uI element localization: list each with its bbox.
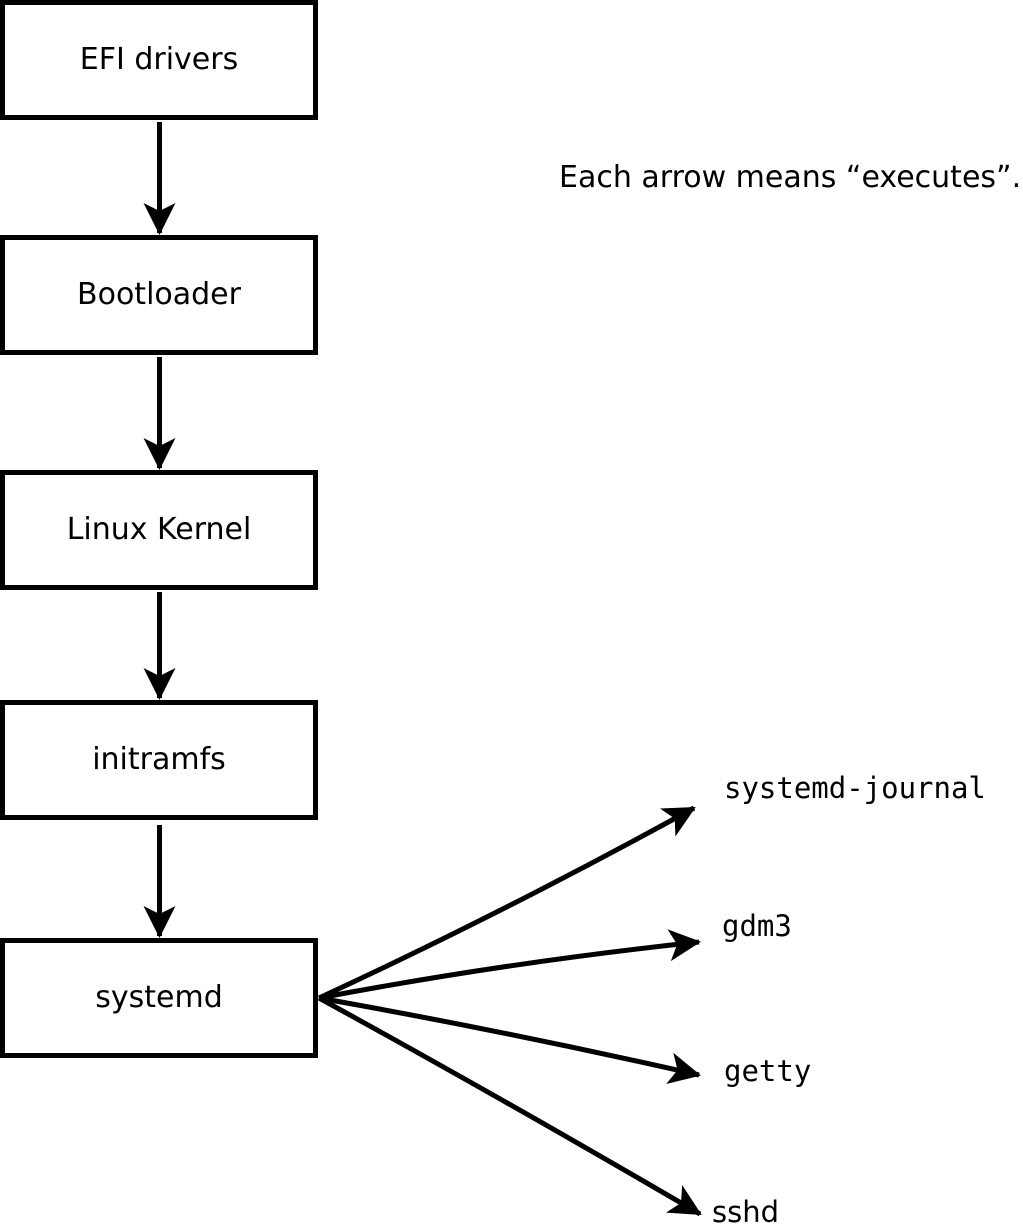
process-label-sshd: sshd xyxy=(712,1195,780,1229)
arrow-systemd-to-gdm3 xyxy=(318,929,701,1001)
arrow-meaning-note: Each arrow means “executes”. xyxy=(559,160,1022,195)
box-efi-drivers: EFI drivers xyxy=(0,0,318,120)
box-systemd-label: systemd xyxy=(95,980,223,1015)
arrow-systemd-to-journal xyxy=(317,805,696,1001)
box-linux-kernel-label: Linux Kernel xyxy=(66,512,252,547)
box-linux-kernel: Linux Kernel xyxy=(0,470,318,590)
box-systemd: systemd xyxy=(0,938,318,1058)
process-label-gdm3: gdm3 xyxy=(722,909,792,943)
box-bootloader: Bootloader xyxy=(0,235,318,355)
box-initramfs-label: initramfs xyxy=(92,742,226,777)
process-label-systemd-journal: systemd-journal xyxy=(724,771,986,805)
box-bootloader-label: Bootloader xyxy=(77,277,241,312)
box-efi-drivers-label: EFI drivers xyxy=(79,42,239,77)
process-label-getty: getty xyxy=(724,1054,812,1088)
arrow-systemd-to-sshd xyxy=(317,995,702,1217)
arrow-systemd-to-getty xyxy=(318,995,701,1084)
box-initramfs: initramfs xyxy=(0,700,318,820)
